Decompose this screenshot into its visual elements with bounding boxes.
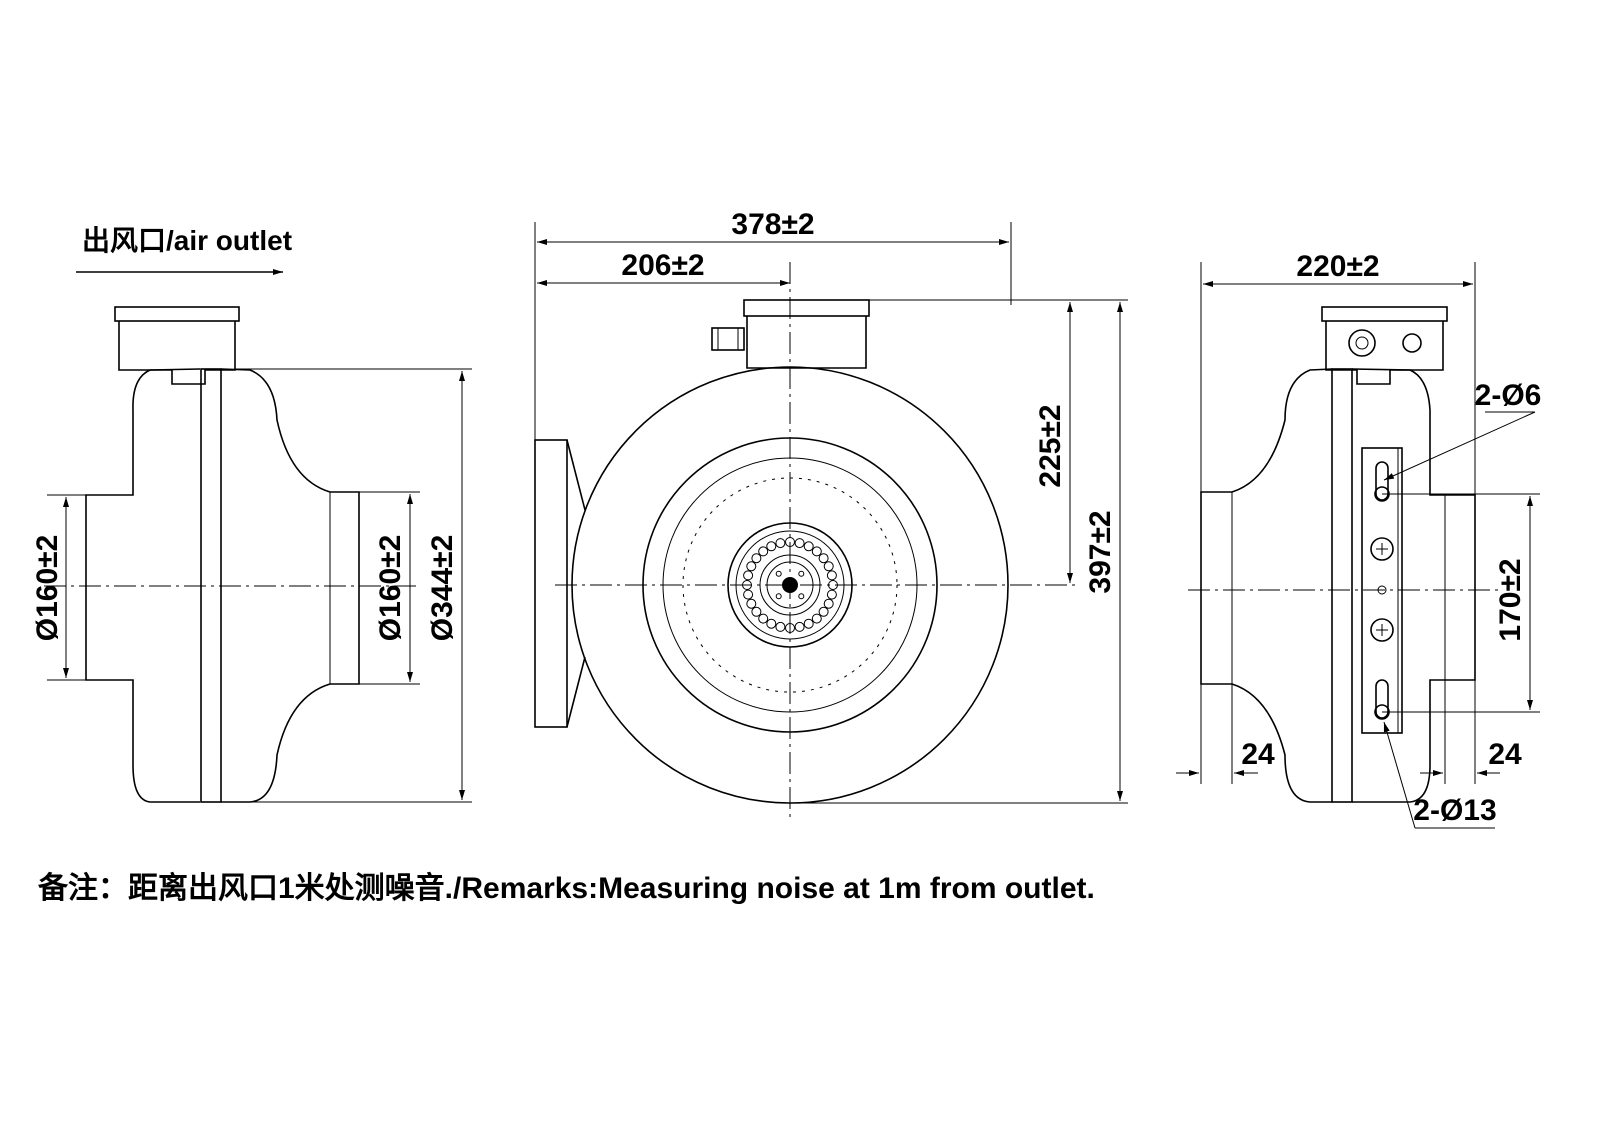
- overall-height-dim: 397±2: [1084, 510, 1117, 593]
- hub-vent-hole: [751, 606, 762, 617]
- hub-vent-hole: [758, 546, 769, 557]
- hub-bolt-hole: [775, 570, 782, 577]
- hub-bolt-hole: [798, 570, 805, 577]
- outlet-flange: [534, 439, 568, 728]
- hole-spacing-dim: 170±2: [1494, 558, 1527, 641]
- hub-vent-hole: [758, 613, 769, 624]
- hub-mount-holes: [775, 570, 805, 600]
- hub-vent-hole: [818, 606, 829, 617]
- hub-vent-hole: [751, 553, 762, 564]
- hub-vent-hole: [766, 541, 777, 552]
- right-side-view: 220±2 2-Ø6 170±2: [1176, 250, 1542, 829]
- front-view: 378±2 206±2 225±2: [534, 208, 1128, 820]
- hub-vent-hole: [803, 541, 814, 552]
- overall-width-dim: 378±2: [731, 208, 814, 241]
- junction-box: [743, 299, 870, 317]
- hub-vent-hole: [743, 589, 754, 600]
- hub-vent-hole: [746, 598, 757, 609]
- side-housing-outline: [1200, 368, 1333, 803]
- remarks-note: 备注：距离出风口1米处测噪音./Remarks:Measuring noise …: [38, 871, 1095, 905]
- center-height-dim: 225±2: [1034, 404, 1067, 487]
- left-offset-dim: 24: [1241, 738, 1275, 771]
- hub-vent-hole: [826, 589, 837, 600]
- bolt-bottom: [1370, 618, 1394, 642]
- hub-vent-hole: [826, 570, 837, 581]
- side-housing-flange: [1331, 368, 1353, 803]
- cable-gland: [711, 327, 745, 351]
- hub-bolt-hole: [798, 593, 805, 600]
- hub-vent-hole: [811, 546, 822, 557]
- hub-vent-hole: [794, 621, 805, 632]
- center-offset-dim: 206±2: [621, 249, 704, 282]
- hub-vent-hole: [823, 598, 834, 609]
- hub-bolt-hole: [775, 593, 782, 600]
- hub-vent-hole: [794, 538, 805, 549]
- side-width-dim: 220±2: [1296, 250, 1379, 283]
- hub-vent-hole: [743, 570, 754, 581]
- large-holes-callout: 2-Ø13: [1413, 794, 1496, 827]
- hub-vent-hole: [775, 538, 786, 549]
- left-side-view: 出风口/air outlet Ø160±2 Ø160±2 Ø344±2: [31, 225, 472, 803]
- side-junction-box-lid: [1321, 306, 1448, 322]
- hub-vent-hole: [818, 553, 829, 564]
- outlet-label: 出风口/air outlet: [82, 225, 292, 256]
- hub-vent-hole: [775, 621, 786, 632]
- small-holes-callout: 2-Ø6: [1475, 379, 1542, 412]
- hub-vent-hole: [803, 618, 814, 629]
- junction-box-lid: [114, 306, 240, 322]
- outlet-diameter-dim: Ø160±2: [374, 535, 407, 642]
- bolt-top: [1370, 537, 1394, 561]
- hub-vent-hole: [823, 561, 834, 572]
- hub-vent-hole: [746, 561, 757, 572]
- right-offset-dim: 24: [1488, 738, 1522, 771]
- hub-holes: [742, 537, 838, 633]
- inlet-diameter-dim: Ø160±2: [31, 535, 64, 642]
- body-diameter-dim: Ø344±2: [426, 535, 459, 642]
- hub-vent-hole: [766, 618, 777, 629]
- hub-vent-hole: [811, 613, 822, 624]
